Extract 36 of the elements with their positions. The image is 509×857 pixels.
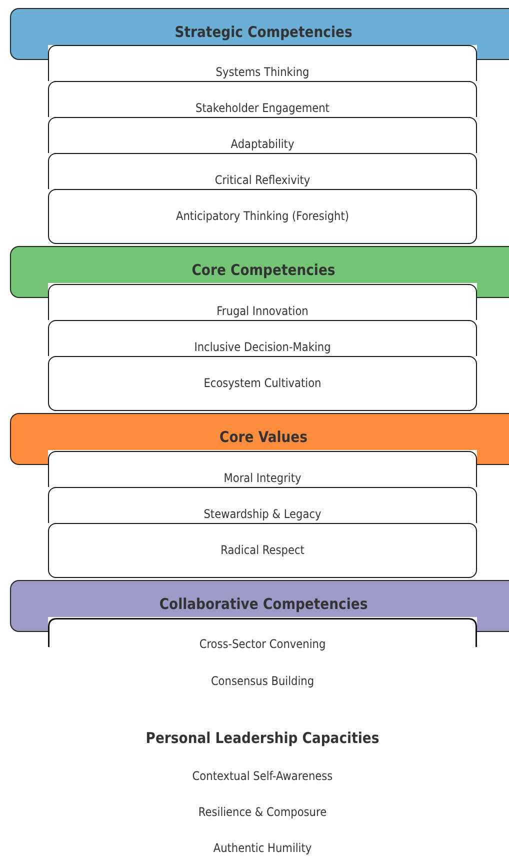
section-heading: Core Competencies bbox=[190, 261, 336, 279]
section-header-band bbox=[10, 8, 509, 45]
section-heading: Personal Leadership Capacities bbox=[144, 729, 380, 747]
item-card bbox=[48, 81, 477, 117]
item-card bbox=[48, 189, 477, 244]
item-text: Contextual Self-Awareness bbox=[191, 769, 334, 783]
section-heading: Strategic Competencies bbox=[174, 23, 354, 41]
item-card bbox=[48, 117, 477, 153]
item-text: Inclusive Decision-Making bbox=[193, 340, 332, 354]
item-card bbox=[48, 523, 477, 578]
item-text: Adaptability bbox=[230, 137, 296, 151]
item-text: Anticipatory Thinking (Foresight) bbox=[175, 209, 350, 223]
section-header-band bbox=[10, 413, 509, 450]
item-card bbox=[48, 451, 477, 487]
section-header-band bbox=[10, 580, 509, 617]
section-heading: Collaborative Competencies bbox=[158, 595, 369, 613]
item-text: Systems Thinking bbox=[214, 65, 310, 79]
item-text: Stakeholder Engagement bbox=[194, 101, 330, 115]
item-card bbox=[48, 284, 477, 320]
item-card bbox=[48, 153, 477, 189]
item-text: Critical Reflexivity bbox=[214, 173, 312, 187]
item-text: Frugal Innovation bbox=[216, 304, 310, 318]
item-card bbox=[48, 356, 477, 411]
item-text: Ecosystem Cultivation bbox=[202, 376, 322, 390]
item-card bbox=[48, 45, 477, 81]
item-text: Radical Respect bbox=[220, 543, 306, 557]
item-text: Stewardship & Legacy bbox=[202, 507, 322, 521]
section-header-band bbox=[10, 246, 509, 283]
item-text: Authentic Humility bbox=[212, 841, 313, 855]
item-text: Moral Integrity bbox=[222, 471, 302, 485]
item-text: Cross-Sector Convening bbox=[198, 637, 327, 651]
section-heading: Core Values bbox=[218, 428, 308, 446]
item-card bbox=[48, 320, 477, 356]
item-card bbox=[48, 487, 477, 523]
item-text: Resilience & Composure bbox=[197, 805, 328, 819]
item-text: Consensus Building bbox=[210, 674, 316, 688]
